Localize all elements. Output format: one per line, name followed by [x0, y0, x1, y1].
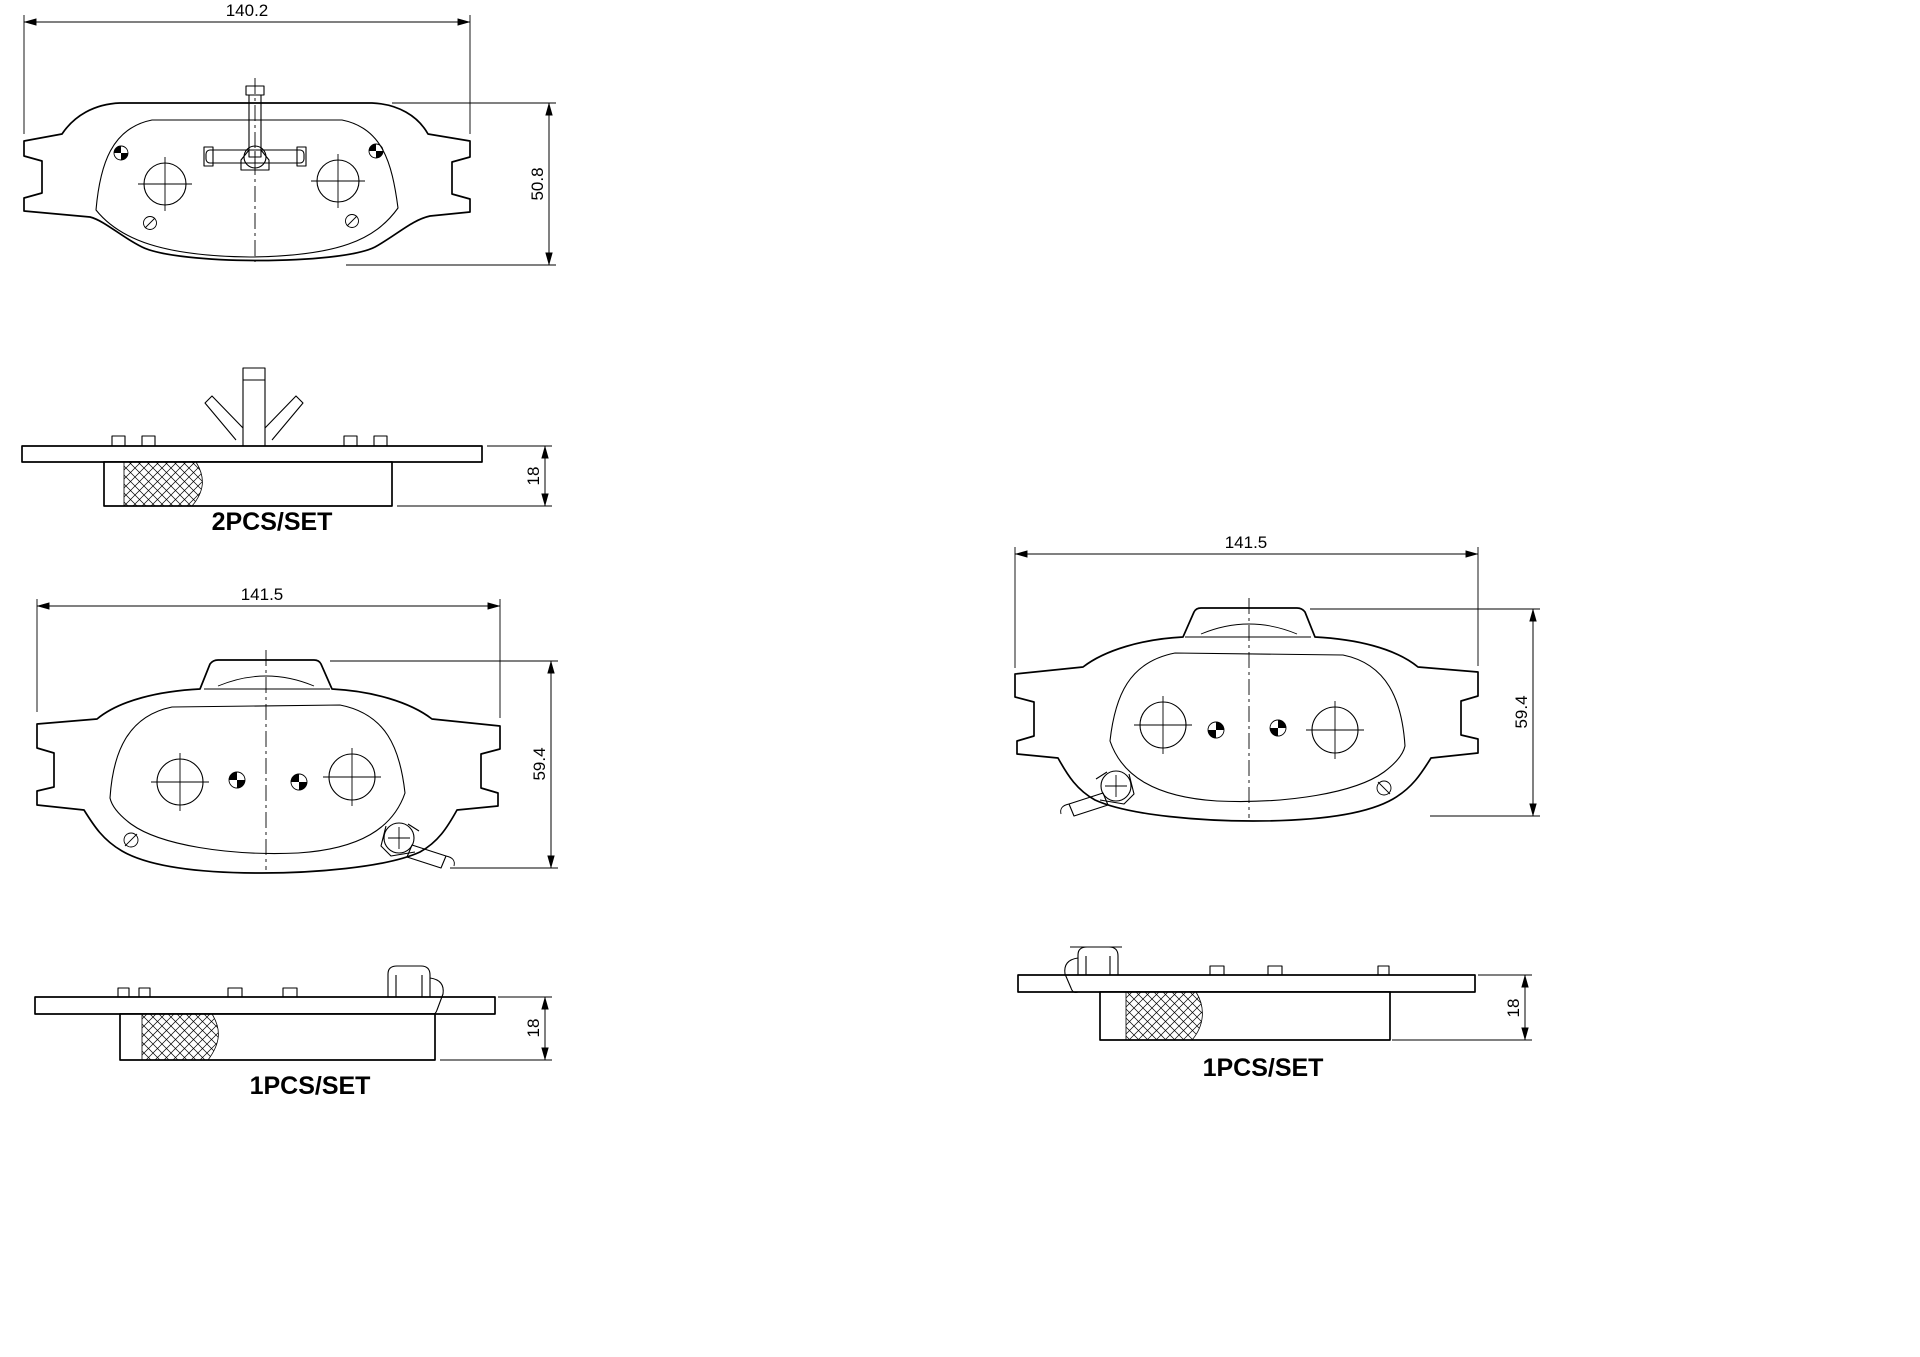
pad1-side-clip	[204, 367, 304, 447]
pad3-set-label: 1PCS/SET	[1203, 1054, 1324, 1082]
pad2-side-backing-plate	[34, 996, 496, 1015]
pad1-mounting-hole-right	[311, 154, 365, 208]
pad1-width-dim-text: 140.2	[226, 1, 269, 20]
pad3-front-view: 141.5 59.4	[1014, 533, 1540, 822]
pad2-width-dimension: 141.5	[36, 585, 501, 718]
pad2-height-dimension: 59.4	[330, 660, 558, 869]
pad1-backing-plate-outline	[23, 102, 471, 262]
pad1-wear-indicator-clip	[203, 78, 307, 262]
pad1-thickness-dimension: 18	[397, 445, 552, 507]
pad3-height-dimension: 59.4	[1310, 608, 1540, 817]
pad1-side-view: 18 2PCS/SET	[21, 367, 552, 536]
pad1-friction-contour	[95, 119, 399, 258]
pad3-side-hatched-area	[1125, 991, 1203, 1041]
pad2-front-view: 141.5 59.4	[36, 585, 558, 874]
pad1-datum-point-left	[113, 145, 129, 161]
pad1-mounting-hole-left	[138, 157, 192, 211]
pad3-side-sensor-clip	[1064, 946, 1122, 994]
pad1-datum-point-right	[368, 143, 384, 159]
pad1-front-view: 140.2 50.8	[23, 1, 556, 266]
pad1-width-dimension: 140.2	[23, 1, 471, 134]
pad2-thickness-dim-text: 18	[524, 1019, 543, 1038]
pad3-side-backing-plate	[1017, 974, 1476, 993]
pad3-thickness-dim-text: 18	[1504, 999, 1523, 1018]
pad1-small-hole-right	[345, 214, 359, 228]
pad2-thickness-dimension: 18	[440, 996, 552, 1061]
pad3-thickness-dimension: 18	[1392, 974, 1532, 1041]
pad2-width-dim-text: 141.5	[241, 585, 284, 604]
pad2-set-label: 1PCS/SET	[250, 1072, 371, 1100]
pad1-small-hole-left	[143, 216, 157, 230]
pad2-side-view: 18 1PCS/SET	[34, 965, 552, 1100]
pad1-set-label: 2PCS/SET	[212, 508, 333, 536]
pad1-thickness-dim-text: 18	[524, 467, 543, 486]
pad1-side-backing-plate	[21, 445, 483, 463]
pad3-height-dim-text: 59.4	[1512, 695, 1531, 728]
pad2-side-hatched-area	[141, 1013, 219, 1061]
pad1-side-hatched-area	[123, 461, 203, 507]
pad3-mirrored-shape	[1014, 597, 1479, 822]
pad2-height-dim-text: 59.4	[530, 747, 549, 780]
pad3-width-dim-text: 141.5	[1225, 533, 1268, 552]
pad1-height-dim-text: 50.8	[528, 167, 547, 200]
pad1-height-dimension: 50.8	[346, 102, 556, 266]
pad3-side-view: 18 1PCS/SET	[1017, 946, 1532, 1082]
pad3-width-dimension: 141.5	[1014, 533, 1479, 668]
